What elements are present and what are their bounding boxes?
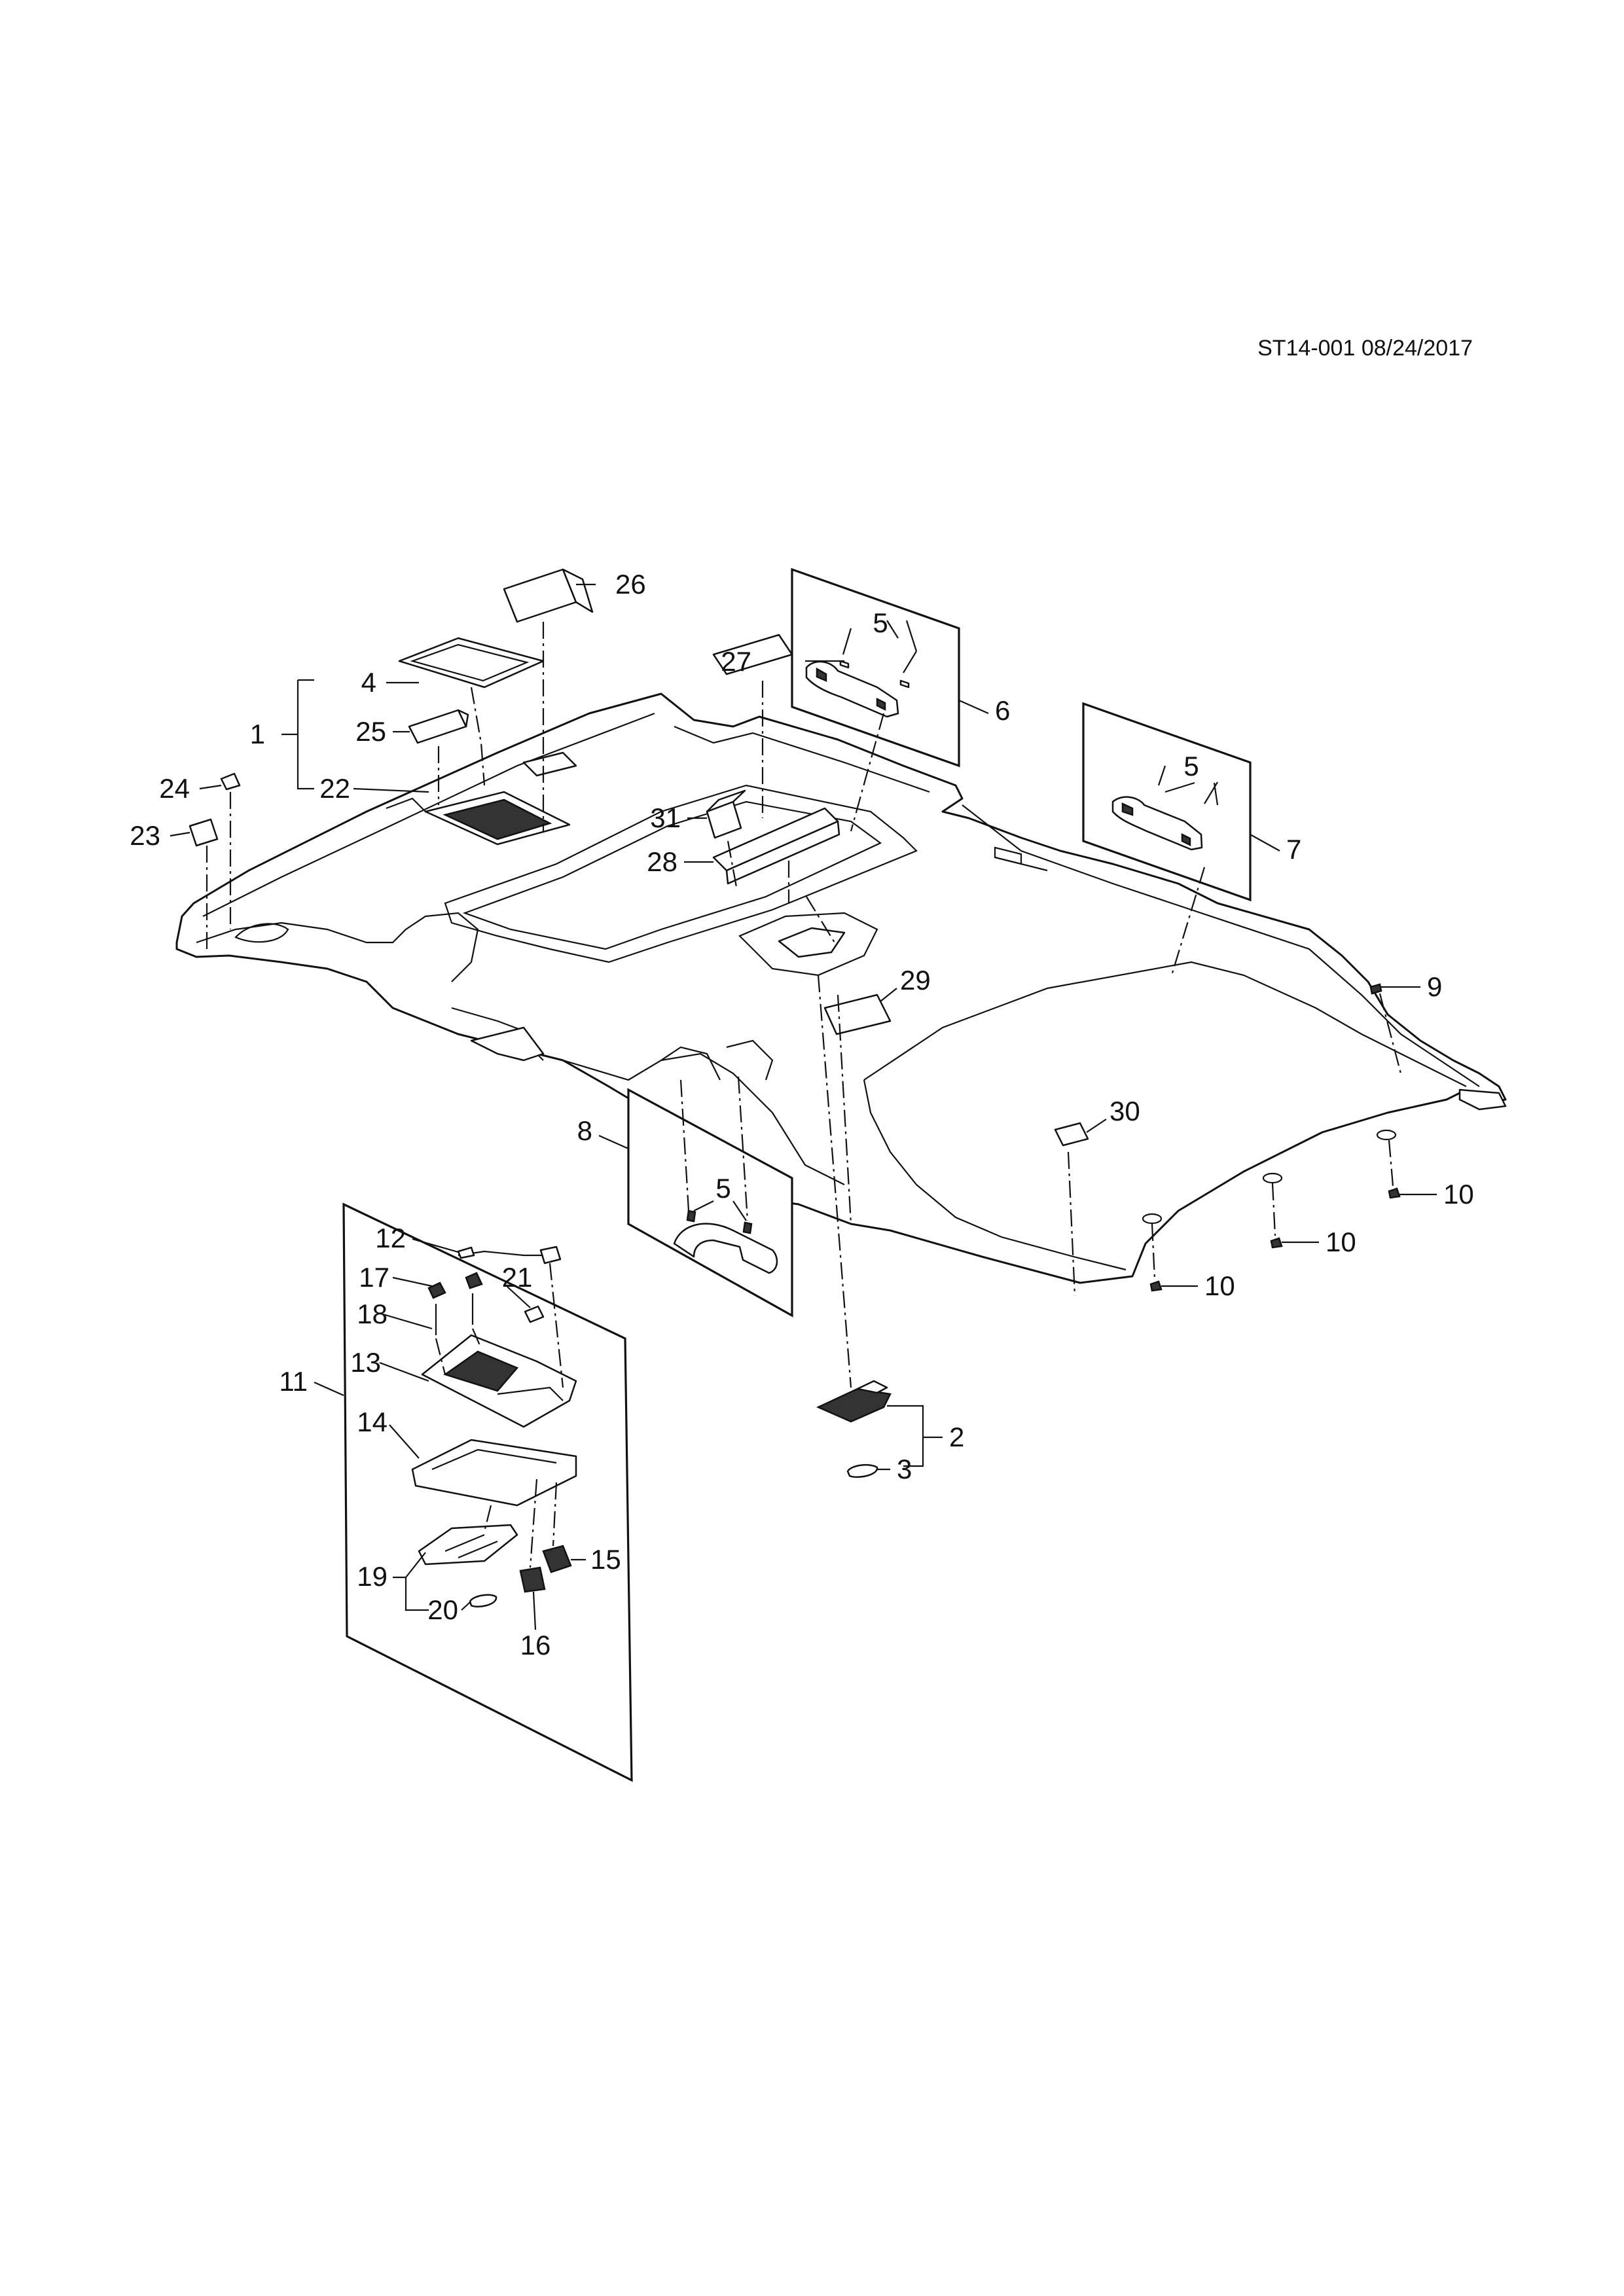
part-10-clip: [1149, 1280, 1163, 1292]
callout-10-middle: 10: [1326, 1227, 1356, 1257]
callout-5-box6: 5: [873, 607, 888, 638]
part-31-block: [706, 789, 746, 839]
part-2-dome-lamp: [816, 1380, 892, 1423]
diagram-code: ST14-001 08/24/2017: [1257, 336, 1473, 361]
callout-13: 13: [350, 1347, 381, 1378]
part-10-clip: [1270, 1237, 1283, 1249]
callout-28: 28: [647, 846, 677, 877]
callout-27: 27: [721, 646, 751, 677]
callout-4: 4: [361, 667, 376, 698]
callout-10-right: 10: [1443, 1179, 1474, 1210]
part-30-clip: [1054, 1122, 1089, 1147]
callout-11: 11: [279, 1366, 308, 1397]
part-10-clip: [1388, 1187, 1401, 1199]
callout-10-left: 10: [1204, 1270, 1235, 1301]
leader-lines: [170, 583, 1437, 1630]
part-26-pad: [503, 568, 594, 623]
alignment-lines: [206, 622, 1402, 1568]
callouts: 26 27 4 1 25 22 24 23 5 6 5 7 31 28 29 3…: [130, 569, 1473, 1660]
detail-box-7: [1082, 702, 1252, 902]
callout-23: 23: [130, 820, 160, 851]
callout-9: 9: [1427, 971, 1442, 1002]
headliner-panel: [175, 692, 1507, 1284]
part-25-pad: [408, 709, 469, 744]
callout-7: 7: [1286, 834, 1301, 865]
part-9-fastener: [1369, 983, 1382, 995]
callout-6: 6: [995, 695, 1010, 726]
part-22-frame: [424, 791, 571, 846]
callout-24: 24: [159, 773, 190, 804]
callout-1: 1: [250, 719, 265, 749]
part-3-bulb: [846, 1463, 878, 1479]
callout-5-box8: 5: [715, 1173, 731, 1204]
callout-20: 20: [427, 1594, 458, 1625]
callout-2: 2: [949, 1422, 964, 1452]
callout-26: 26: [615, 569, 646, 600]
part-24-clip: [220, 772, 241, 791]
part-28-pad: [712, 807, 840, 885]
callout-31: 31: [650, 802, 681, 833]
detail-box-6: [791, 567, 960, 768]
callout-22: 22: [319, 773, 350, 804]
callout-3: 3: [897, 1454, 912, 1484]
callout-29: 29: [900, 965, 931, 996]
callout-25: 25: [355, 716, 386, 747]
callout-21: 21: [502, 1262, 533, 1293]
callout-17: 17: [359, 1262, 389, 1293]
callout-16: 16: [520, 1630, 551, 1660]
callout-14: 14: [357, 1407, 388, 1437]
callout-12: 12: [375, 1223, 406, 1253]
callout-5-box7: 5: [1183, 751, 1199, 781]
detail-box-11: [342, 1202, 633, 1782]
part-29-pad: [823, 994, 892, 1035]
callout-15: 15: [590, 1544, 621, 1575]
part-23-bracket: [189, 818, 219, 847]
callout-18: 18: [357, 1299, 388, 1329]
callout-30: 30: [1110, 1096, 1140, 1126]
callout-8: 8: [577, 1115, 592, 1146]
callout-19: 19: [357, 1561, 388, 1592]
part-4-seal: [398, 637, 545, 689]
